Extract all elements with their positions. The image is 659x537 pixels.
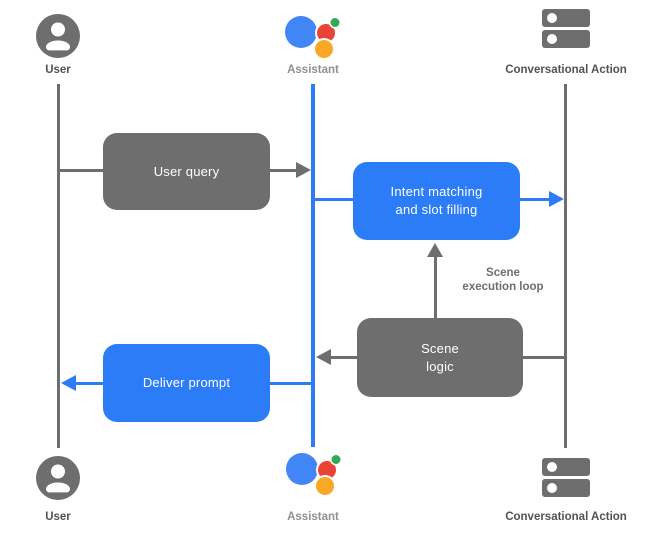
conversational-action-label-top: Conversational Action	[505, 64, 627, 76]
user-label-top: User	[45, 64, 71, 76]
assistant-lifeline	[311, 84, 315, 447]
intent-matching-line2: and slot filling	[395, 202, 478, 217]
scene-execution-loop-label: Scene execution loop	[462, 266, 543, 294]
user-icon	[36, 14, 80, 58]
scene-logic-line2: logic	[426, 358, 454, 374]
scene-logic-box: Scene logic	[357, 318, 523, 397]
scene-logic-line1: Scene	[421, 340, 459, 356]
intent-out-line	[520, 198, 549, 201]
deliver-prompt-in-line	[270, 382, 313, 385]
scene-execution-loop-line1: Scene	[486, 267, 520, 279]
scene-logic-arrowhead-icon	[316, 349, 331, 365]
conversational-action-lifeline	[564, 84, 567, 448]
scene-logic-in-line	[523, 356, 565, 359]
conversational-action-icon	[542, 9, 590, 48]
scene-logic-out-line	[331, 356, 357, 359]
user-icon	[36, 456, 80, 500]
deliver-prompt-box: Deliver prompt	[103, 344, 270, 422]
intent-matching-box: Intent matching and slot filling	[353, 162, 520, 240]
user-query-box: User query	[103, 133, 270, 210]
user-query-label: User query	[153, 163, 220, 179]
user-query-out-line	[270, 169, 297, 172]
deliver-prompt-label: Deliver prompt	[142, 375, 231, 390]
intent-matching-line1: Intent matching	[390, 184, 483, 199]
scene-loop-arrowhead-icon	[427, 243, 443, 257]
conversational-action-label-bottom: Conversational Action	[505, 511, 627, 523]
assistant-icon	[286, 453, 342, 497]
scene-loop-line	[434, 256, 437, 318]
conversational-action-icon	[542, 458, 590, 497]
user-label-bottom: User	[45, 511, 71, 523]
user-query-arrowhead-icon	[296, 162, 311, 178]
user-query-in-line	[59, 169, 103, 172]
assistant-label-top: Assistant	[287, 64, 339, 76]
user-lifeline	[57, 84, 60, 448]
intent-in-line	[313, 198, 353, 201]
deliver-prompt-out-line	[76, 382, 103, 385]
scene-execution-loop-line2: execution loop	[462, 281, 544, 293]
assistant-icon	[285, 16, 341, 60]
assistant-label-bottom: Assistant	[287, 511, 339, 523]
deliver-prompt-arrowhead-icon	[61, 375, 76, 391]
intent-arrowhead-icon	[549, 191, 564, 207]
